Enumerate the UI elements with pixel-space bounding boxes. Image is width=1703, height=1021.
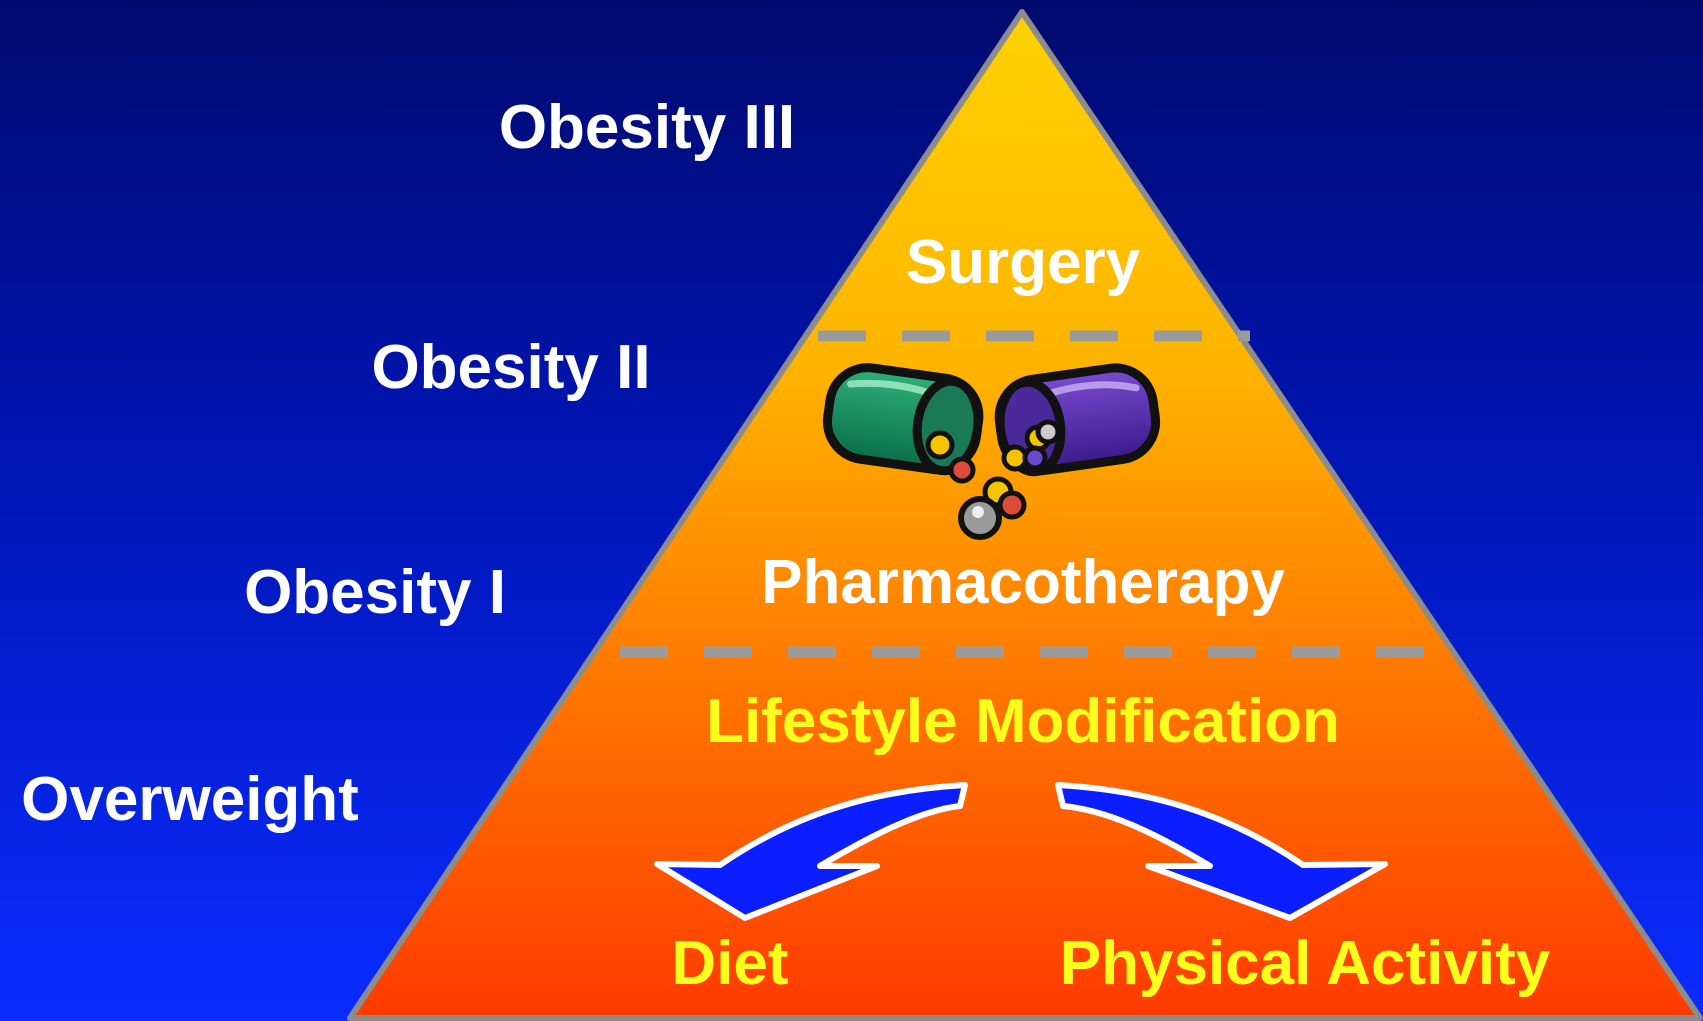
tier-diet: Diet — [671, 929, 788, 998]
tier-lifestyle-modification: Lifestyle Modification — [706, 687, 1340, 756]
pill-bottles-icon — [822, 363, 1161, 540]
level-obesity-3: Obesity III — [499, 93, 795, 162]
left-curved-arrow-icon — [654, 782, 968, 921]
tier-physical-activity: Physical Activity — [1060, 929, 1551, 998]
pyramid — [347, 9, 1703, 1021]
tier-pharmacotherapy: Pharmacotherapy — [761, 548, 1285, 617]
right-curved-arrow-icon — [1055, 782, 1388, 921]
level-overweight: Overweight — [21, 765, 359, 834]
tier-surgery: Surgery — [906, 228, 1141, 297]
level-obesity-2: Obesity II — [371, 333, 650, 402]
level-obesity-1: Obesity I — [244, 558, 506, 627]
